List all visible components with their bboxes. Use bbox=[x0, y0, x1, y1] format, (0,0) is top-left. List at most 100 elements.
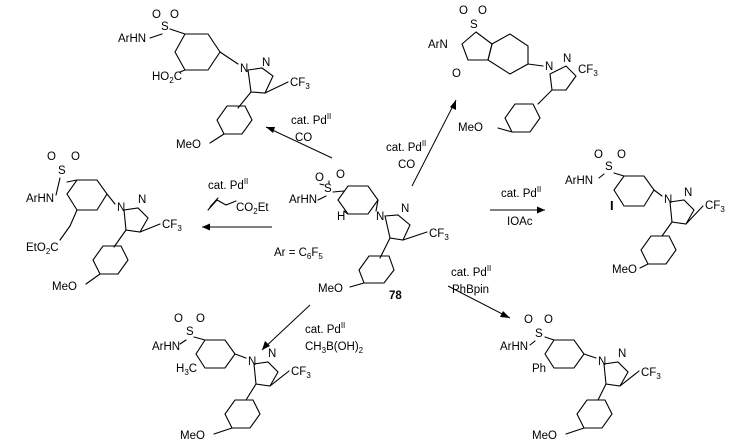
arrowhead-methylation bbox=[262, 341, 270, 350]
atom-label-N: N bbox=[262, 57, 270, 69]
atom-label-I: I bbox=[610, 198, 614, 213]
atom-label-N: N bbox=[117, 202, 125, 214]
conditions-carboxylation: cat. PdII CO bbox=[291, 112, 331, 144]
atom-label-O: O bbox=[459, 5, 468, 17]
atom-label-H: H bbox=[337, 211, 345, 223]
atom-label-S: S bbox=[161, 21, 169, 33]
conditions-arylation: cat. PdII PhBpin bbox=[451, 264, 491, 296]
atom-label-S: S bbox=[324, 183, 332, 195]
phenyl-label: Ph bbox=[532, 363, 546, 375]
atom-label-O: O bbox=[174, 313, 183, 325]
reagent-label: IOAc bbox=[507, 216, 533, 228]
methoxy-label: MeO bbox=[52, 281, 77, 293]
arrowhead-iodination bbox=[537, 206, 545, 214]
atom-label-S: S bbox=[470, 19, 478, 31]
atom-label-N: N bbox=[376, 211, 384, 223]
arrow-arylation bbox=[447, 285, 511, 319]
acrylate-label: CO2Et bbox=[236, 202, 269, 216]
atom-label-O: O bbox=[452, 68, 461, 80]
ar-definition: Ar = C6F5 bbox=[274, 247, 323, 261]
cf3-label: CF3 bbox=[290, 77, 310, 91]
arrow-methylation bbox=[261, 304, 311, 351]
atom-label-O: O bbox=[196, 313, 205, 325]
atom-label-O: O bbox=[170, 9, 179, 21]
reagent-label: CH3B(OH)2 bbox=[305, 341, 364, 355]
methoxy-label: MeO bbox=[176, 139, 201, 151]
arn-label: ArN bbox=[428, 39, 448, 51]
catalyst-label: cat. PdII bbox=[208, 177, 248, 192]
methoxy-label: MeO bbox=[180, 430, 205, 442]
product-methyl-structure: O O S ArHN H3C N N CF3 MeO bbox=[152, 313, 311, 442]
catalyst-label: cat. PdII bbox=[291, 112, 331, 127]
compound-number: 78 bbox=[389, 290, 402, 302]
arhn-label: ArHN bbox=[118, 33, 146, 45]
arrowhead-cyclocarbonylation bbox=[450, 100, 456, 110]
methoxy-label: MeO bbox=[458, 122, 483, 134]
h3c-label: H3C bbox=[176, 363, 197, 377]
atom-label-O: O bbox=[71, 151, 80, 163]
methoxy-label: MeO bbox=[318, 283, 343, 295]
conditions-methylation: cat. PdII CH3B(OH)2 bbox=[305, 321, 364, 355]
reagent-label: CO bbox=[398, 159, 415, 171]
cf3-label: CF3 bbox=[705, 200, 725, 214]
reagent-label: CO bbox=[295, 132, 312, 144]
atom-label-O: O bbox=[152, 9, 161, 21]
atom-label-O: O bbox=[47, 151, 56, 163]
catalyst-label: cat. PdII bbox=[386, 139, 426, 154]
arrowhead-carboxylation bbox=[266, 127, 275, 133]
atom-label-O: O bbox=[544, 314, 553, 326]
atom-label-N: N bbox=[248, 356, 256, 368]
methoxy-label: MeO bbox=[532, 430, 557, 442]
atom-label-S: S bbox=[58, 165, 66, 177]
atom-label-O: O bbox=[594, 149, 603, 161]
atom-label-N: N bbox=[684, 187, 692, 199]
catalyst-label: cat. PdII bbox=[451, 264, 491, 279]
cf3-label: CF3 bbox=[291, 366, 311, 380]
atom-label-N: N bbox=[268, 348, 276, 360]
eto2c-label: EtO2C bbox=[26, 242, 59, 256]
methoxy-label: MeO bbox=[612, 264, 637, 276]
reaction-arrows bbox=[202, 99, 545, 351]
cf3-label: CF3 bbox=[162, 219, 182, 233]
atom-label-N: N bbox=[240, 63, 248, 75]
conditions-olefination: cat. PdII CO2Et bbox=[207, 177, 269, 216]
atom-label-S: S bbox=[186, 326, 194, 338]
atom-label-O: O bbox=[524, 314, 533, 326]
atom-label-O: O bbox=[336, 169, 345, 181]
atom-label-N: N bbox=[664, 194, 672, 206]
catalyst-label: cat. PdII bbox=[305, 321, 345, 336]
atom-label-N: N bbox=[138, 194, 146, 206]
cf3-label: CF3 bbox=[641, 367, 661, 381]
atom-label-N: N bbox=[618, 348, 626, 360]
cf3-label: CF3 bbox=[429, 228, 449, 242]
arhn-label: ArHN bbox=[500, 341, 528, 353]
atom-label-O: O bbox=[617, 149, 626, 161]
ho2c-label: HO2C bbox=[152, 71, 182, 85]
atom-label-O: O bbox=[478, 5, 487, 17]
product-carboxylic-acid-structure: O S O ArHN HO2C N N CF3 MeO bbox=[118, 9, 310, 151]
atom-label-S: S bbox=[605, 161, 613, 173]
arrow-carboxylation bbox=[265, 126, 333, 159]
atom-label-N: N bbox=[401, 203, 409, 215]
conditions-iodination: cat. PdII IOAc bbox=[501, 185, 541, 228]
cf3-label: CF3 bbox=[578, 64, 598, 78]
arhn-label: ArHN bbox=[152, 341, 180, 353]
atom-label-N: N bbox=[563, 53, 571, 65]
arrowhead-arylation bbox=[500, 311, 510, 318]
arhn-label: ArHN bbox=[289, 194, 317, 206]
product-olefin-structure: O O S ArHN EtO2C N N CF3 MeO bbox=[26, 151, 182, 293]
reagent-label: PhBpin bbox=[452, 284, 489, 296]
compound-78-structure: O O S ArHN H N N CF3 MeO 78 Ar = C6F5 bbox=[274, 169, 449, 302]
product-phenyl-structure: O O S ArHN Ph N N CF3 MeO bbox=[500, 314, 661, 442]
product-iodo-structure: O O S ArHN I N N CF3 MeO bbox=[565, 149, 725, 276]
atom-label-O: O bbox=[315, 172, 324, 184]
atom-label-N: N bbox=[545, 61, 553, 73]
arhn-label: ArHN bbox=[565, 175, 593, 187]
arrowhead-olefination bbox=[202, 223, 210, 231]
conditions-cyclocarbonylation: cat. PdII CO bbox=[386, 139, 426, 171]
arhn-label: ArHN bbox=[26, 193, 54, 205]
product-cyclic-sulfonamide-structure: O O S ArN O N N CF3 MeO bbox=[428, 5, 598, 134]
arrow-cyclocarbonylation bbox=[411, 99, 457, 187]
atom-label-S: S bbox=[535, 328, 543, 340]
